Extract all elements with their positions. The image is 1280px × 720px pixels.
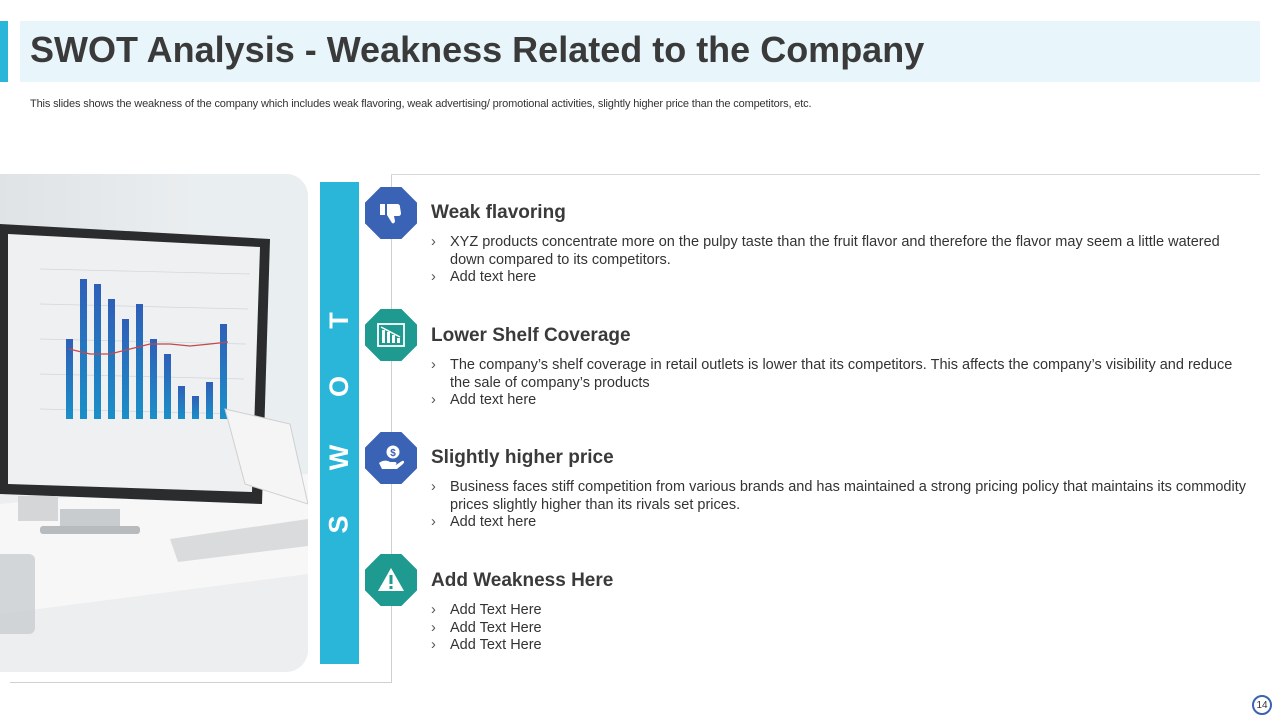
title-bar: SWOT Analysis - Weakness Related to the … xyxy=(20,21,1260,82)
bottom-divider xyxy=(10,682,392,683)
warning-icon xyxy=(365,554,417,606)
bullet-item: The company’s shelf coverage in retail o… xyxy=(431,357,1246,392)
item-title: Weak flavoring xyxy=(431,202,566,223)
item-bullets: Add Text Here Add Text Here Add Text Her… xyxy=(431,602,1246,655)
bullet-item: Add Text Here xyxy=(431,620,1246,638)
hand-dollar-icon: $ xyxy=(365,432,417,484)
bullet-item: Add text here xyxy=(431,269,1246,287)
computer-desk-photo xyxy=(0,174,308,672)
page-subtitle: This slides shows the weakness of the co… xyxy=(30,98,812,110)
bullet-item: XYZ products concentrate more on the pul… xyxy=(431,234,1246,269)
bullet-item: Add Text Here xyxy=(431,602,1246,620)
swot-letter-s: S xyxy=(323,514,354,534)
vertical-divider xyxy=(391,174,392,683)
item-bullets: Business faces stiff competition from va… xyxy=(431,479,1246,532)
swot-letter-o: O xyxy=(323,375,354,397)
bullet-item: Add Text Here xyxy=(431,637,1246,655)
swot-vertical-bar: S W O T xyxy=(320,182,359,664)
item-bullets: The company’s shelf coverage in retail o… xyxy=(431,357,1246,410)
item-title: Slightly higher price xyxy=(431,447,614,468)
bullet-item: Add text here xyxy=(431,392,1246,410)
item-bullets: XYZ products concentrate more on the pul… xyxy=(431,234,1246,287)
item-title: Lower Shelf Coverage xyxy=(431,325,631,346)
item-title: Add Weakness Here xyxy=(431,570,614,591)
page-title: SWOT Analysis - Weakness Related to the … xyxy=(30,29,925,70)
bullet-item: Business faces stiff competition from va… xyxy=(431,479,1246,514)
swot-letter-t: T xyxy=(324,311,354,329)
swot-letter-w: W xyxy=(323,444,354,470)
thumbs-down-icon xyxy=(365,187,417,239)
bullet-item: Add text here xyxy=(431,514,1246,532)
svg-text:$: $ xyxy=(390,448,396,459)
page-number: 14 xyxy=(1252,695,1272,715)
top-divider xyxy=(391,174,1260,175)
declining-bar-chart-icon xyxy=(365,309,417,361)
title-accent-bar xyxy=(0,21,8,82)
